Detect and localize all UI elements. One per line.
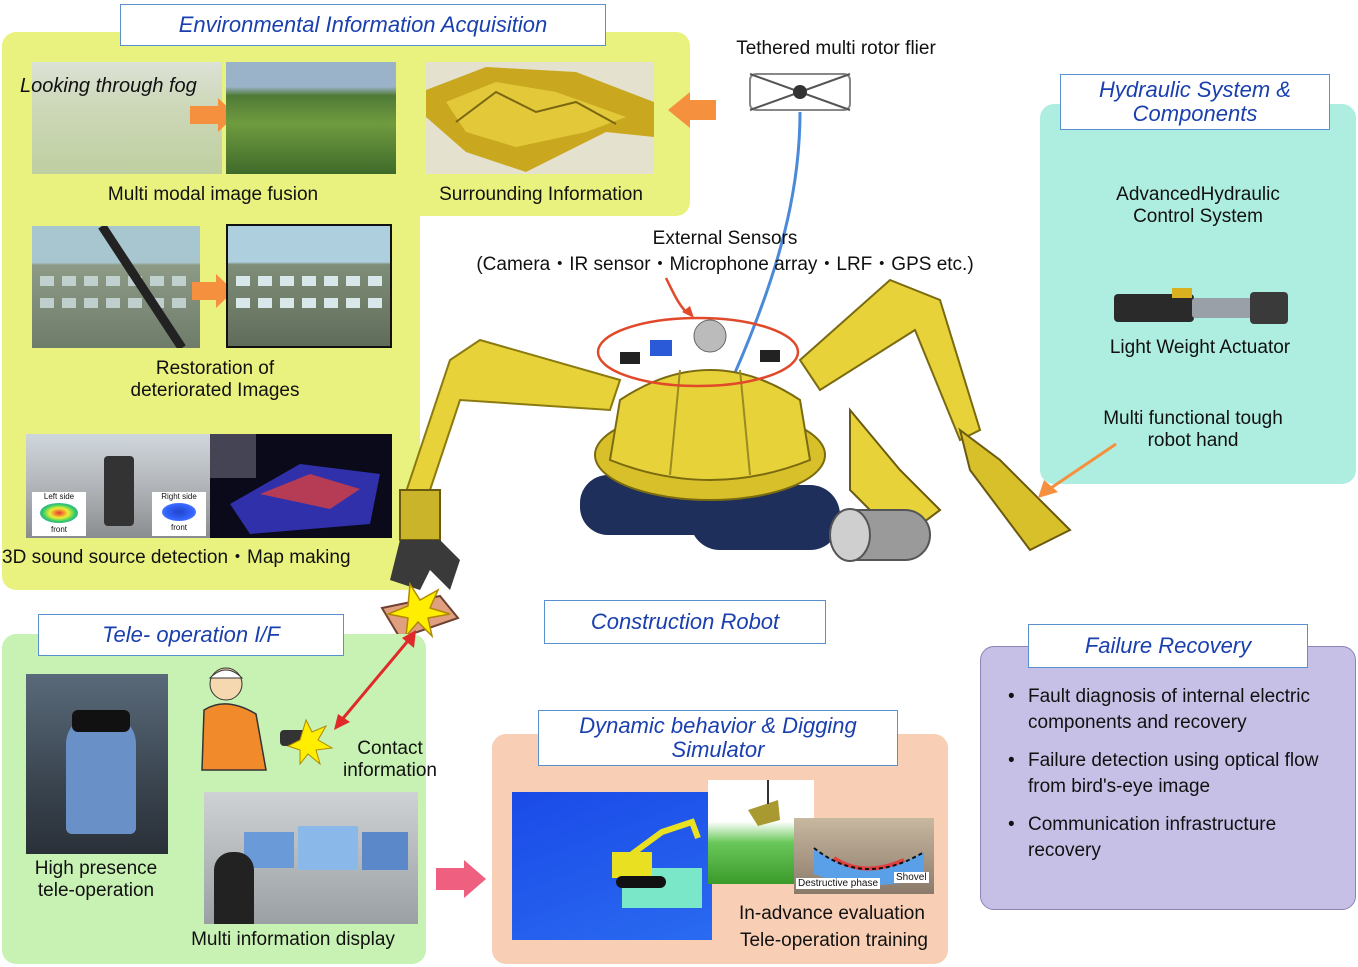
sim-shovel-scene: Destructive phase Shovel bbox=[794, 818, 934, 894]
contact-arrow-icon bbox=[334, 630, 416, 730]
sound-detection-image: Left side front Right side front bbox=[26, 434, 210, 538]
shovel-label: Shovel bbox=[894, 872, 929, 883]
eval-label: In-advance evaluation bbox=[739, 903, 925, 924]
restored-windows bbox=[236, 276, 382, 308]
inset-right-panel: Right side front bbox=[152, 492, 206, 536]
operator-illustration bbox=[201, 667, 334, 771]
tele-title: Tele- operation I/F bbox=[38, 614, 344, 656]
person-figure bbox=[66, 714, 136, 834]
hydraulic-panel bbox=[1040, 104, 1356, 484]
construction-robot-illustration bbox=[390, 278, 1072, 590]
multirotor-icon bbox=[749, 73, 851, 111]
robot-figure bbox=[104, 456, 134, 526]
env-title: Environmental Information Acquisition bbox=[120, 4, 606, 46]
restore-arrow-icon bbox=[192, 282, 216, 300]
tether-cable bbox=[732, 111, 802, 376]
inset-right-label: Right side bbox=[161, 492, 197, 501]
screen-center bbox=[298, 826, 358, 870]
failure-list: Fault diagnosis of internal electric com… bbox=[1008, 684, 1328, 876]
sensors-line2: (Camera・IR sensor・Microphone array・LRF・G… bbox=[476, 254, 974, 275]
map-making-image bbox=[210, 434, 392, 538]
headset-icon bbox=[72, 710, 130, 732]
failure-item-2: Failure detection using optical flow fro… bbox=[1008, 748, 1328, 800]
headset-photo bbox=[26, 674, 168, 854]
failure-item-1: Fault diagnosis of internal electric com… bbox=[1008, 684, 1328, 736]
actuator-icon bbox=[1114, 288, 1288, 324]
contact-label: Contact information bbox=[343, 738, 437, 781]
sim-title: Dynamic behavior & Digging Simulator bbox=[538, 710, 898, 766]
sim-arrow-icon bbox=[436, 868, 464, 890]
terrain-surface bbox=[426, 67, 654, 172]
building-windows bbox=[40, 226, 186, 348]
inset-left-panel: Left side front bbox=[32, 492, 86, 536]
surround-arrow-icon bbox=[690, 100, 716, 120]
sound-label: 3D sound source detection・Map making bbox=[2, 547, 351, 568]
fusion-arrow-icon bbox=[190, 106, 218, 124]
display-photo bbox=[204, 792, 418, 924]
point-cloud bbox=[210, 434, 380, 534]
sim-bucket bbox=[748, 780, 780, 826]
hydraulic-title: Hydraulic System & Components bbox=[1060, 74, 1330, 130]
sensor-pointer-arrow-icon bbox=[664, 277, 694, 318]
failure-title: Failure Recovery bbox=[1028, 624, 1308, 668]
sensors-line1: External Sensors bbox=[652, 228, 798, 249]
hand-pointer-arrow-icon bbox=[1038, 442, 1117, 498]
restoration-label: Restoration of deteriorated Images bbox=[130, 358, 300, 401]
robot-title: Construction Robot bbox=[544, 600, 826, 644]
sim-excavator bbox=[612, 818, 702, 908]
destructive-label: Destructive phase bbox=[796, 878, 881, 889]
degraded-building-image bbox=[32, 226, 200, 348]
surround-arrow-head-icon bbox=[668, 92, 690, 128]
hydraulic-control-label: AdvancedHydraulic Control System bbox=[1116, 184, 1280, 227]
operator-silhouette bbox=[214, 852, 254, 924]
terrain-image bbox=[426, 62, 654, 174]
flier-label: Tethered multi rotor flier bbox=[736, 38, 936, 59]
inset-right-blob bbox=[162, 503, 196, 521]
failure-item-3: Communication infrastructure recovery bbox=[1008, 812, 1328, 864]
surrounding-label: Surrounding Information bbox=[439, 184, 643, 205]
contact-bricks-icon bbox=[380, 581, 460, 640]
inset-left-blob bbox=[40, 503, 78, 523]
actuator-label: Light Weight Actuator bbox=[1109, 337, 1291, 358]
training-label: Tele-operation training bbox=[739, 930, 928, 951]
sim-arrow-head-icon bbox=[464, 860, 486, 898]
presence-label: High presence tele-operation bbox=[34, 858, 158, 901]
restored-building-image bbox=[226, 224, 392, 348]
clear-landscape-image bbox=[226, 62, 396, 174]
sim-blue-scene bbox=[512, 792, 712, 940]
inset-left-front: front bbox=[50, 525, 67, 534]
fusion-label: Multi modal image fusion bbox=[107, 184, 319, 205]
hand-label: Multi functional tough robot hand bbox=[1103, 408, 1283, 451]
display-label: Multi information display bbox=[191, 929, 395, 950]
inset-left-label: Left side bbox=[43, 492, 75, 501]
fog-caption: Looking through fog bbox=[20, 75, 197, 97]
inset-right-front: front bbox=[170, 523, 187, 532]
screen-right bbox=[362, 832, 408, 870]
